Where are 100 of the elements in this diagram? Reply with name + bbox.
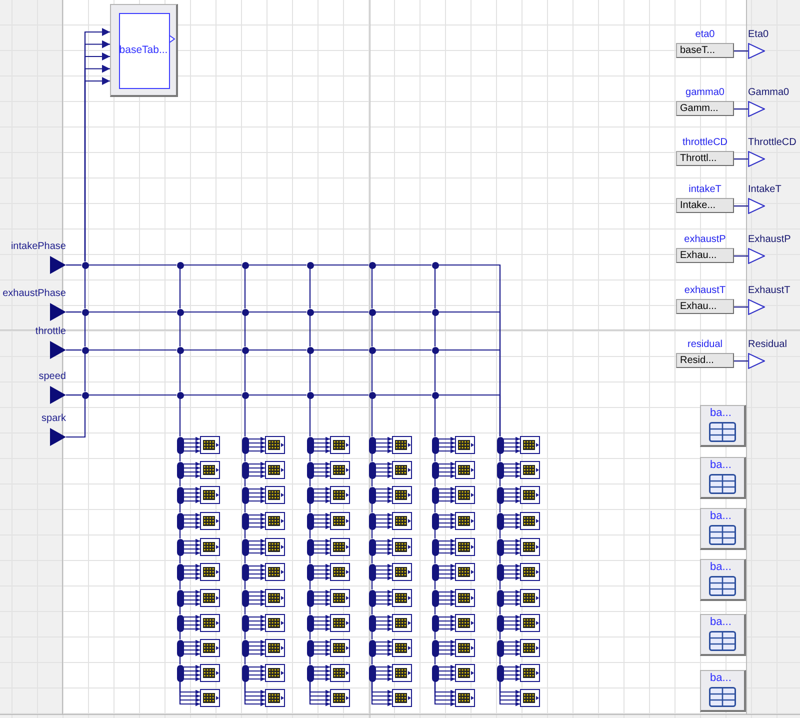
function-block xyxy=(455,538,475,556)
signal-line xyxy=(314,640,330,644)
block-name: ba... xyxy=(710,459,732,471)
signal-line xyxy=(376,648,392,652)
signal-line xyxy=(314,462,330,466)
junction-bar xyxy=(306,590,314,606)
table-block xyxy=(700,508,746,550)
signal-line xyxy=(314,538,330,544)
signal-line xyxy=(376,512,392,518)
signal-line xyxy=(376,349,432,351)
signal-line xyxy=(314,512,330,518)
expression-block: Resid... xyxy=(676,353,734,368)
signal-line xyxy=(314,614,330,620)
signal-line xyxy=(314,394,368,396)
signal-line xyxy=(376,448,392,454)
signal-line xyxy=(179,682,200,706)
function-block xyxy=(520,639,540,657)
junction-bar xyxy=(432,436,438,454)
signal-line xyxy=(434,354,436,392)
signal-line xyxy=(504,516,520,522)
signal-line xyxy=(376,444,392,450)
block-name: baseTab... xyxy=(119,44,168,56)
signal-line xyxy=(438,640,455,644)
signal-line xyxy=(184,524,200,530)
function-block xyxy=(520,664,540,682)
signal-line xyxy=(314,590,330,594)
function-block xyxy=(520,589,540,607)
signal-line xyxy=(504,436,520,442)
function-block xyxy=(520,512,540,530)
block-name: ba... xyxy=(710,510,732,522)
signal-line xyxy=(84,268,86,308)
junction-bar xyxy=(306,664,314,682)
port-label: IntakeT xyxy=(748,184,782,196)
junction-bar xyxy=(176,590,184,606)
table-block xyxy=(700,670,746,712)
junction-bar xyxy=(176,512,184,530)
signal-line xyxy=(88,349,176,351)
signal-line xyxy=(248,520,265,526)
signal-line xyxy=(438,594,455,598)
expression-block: baseT... xyxy=(676,43,734,58)
signal-line xyxy=(314,470,330,474)
junction-bar xyxy=(306,538,314,556)
signal-line xyxy=(438,444,455,450)
junction-dot xyxy=(82,346,88,354)
signal-line xyxy=(184,676,200,682)
signal-line xyxy=(248,349,306,351)
signal-line xyxy=(504,644,520,648)
signal-line xyxy=(734,360,748,362)
table-block xyxy=(700,405,746,447)
function-block xyxy=(265,486,285,504)
block-name: throttleCD xyxy=(682,137,728,149)
signal-line xyxy=(248,622,265,628)
signal-line xyxy=(371,316,373,346)
function-block xyxy=(520,689,540,707)
signal-line xyxy=(376,668,392,674)
function-block xyxy=(265,538,285,556)
signal-line xyxy=(438,486,455,492)
signal-line xyxy=(248,498,265,504)
block-name: ba... xyxy=(710,561,732,573)
signal-line xyxy=(438,538,455,544)
signal-line xyxy=(314,490,330,496)
expression-block: Gamm... xyxy=(676,101,734,116)
signal-line xyxy=(438,498,455,504)
signal-line xyxy=(376,576,392,580)
signal-line xyxy=(434,316,436,346)
signal-line xyxy=(248,444,265,450)
signal-line xyxy=(376,564,392,568)
signal-line xyxy=(248,462,265,466)
signal-line xyxy=(438,474,455,478)
signal-line xyxy=(248,490,265,496)
signal-line xyxy=(438,576,455,580)
signal-line xyxy=(184,462,200,466)
signal-line xyxy=(184,672,200,678)
signal-line xyxy=(376,594,392,598)
signal-line xyxy=(438,676,455,682)
junction-dot xyxy=(306,262,314,268)
signal-line xyxy=(184,614,200,620)
signal-line xyxy=(376,520,392,526)
junction-bar xyxy=(176,640,184,656)
signal-line xyxy=(438,524,455,530)
signal-line xyxy=(314,494,330,500)
signal-line xyxy=(248,486,265,492)
signal-line xyxy=(504,668,520,674)
signal-line xyxy=(504,498,520,504)
signal-line xyxy=(438,672,455,678)
block-name: residual xyxy=(687,339,723,351)
signal-line xyxy=(314,524,330,530)
signal-line xyxy=(504,550,520,556)
junction-bar xyxy=(176,462,184,478)
signal-line xyxy=(184,494,200,500)
signal-line xyxy=(376,652,392,656)
function-block xyxy=(455,614,475,632)
signal-line xyxy=(184,264,242,266)
junction-bar xyxy=(432,564,438,580)
signal-line xyxy=(504,652,520,656)
signal-line xyxy=(244,268,246,308)
signal-line xyxy=(248,572,265,576)
signal-line xyxy=(184,394,242,396)
function-block xyxy=(200,486,220,504)
signal-line xyxy=(248,550,265,556)
